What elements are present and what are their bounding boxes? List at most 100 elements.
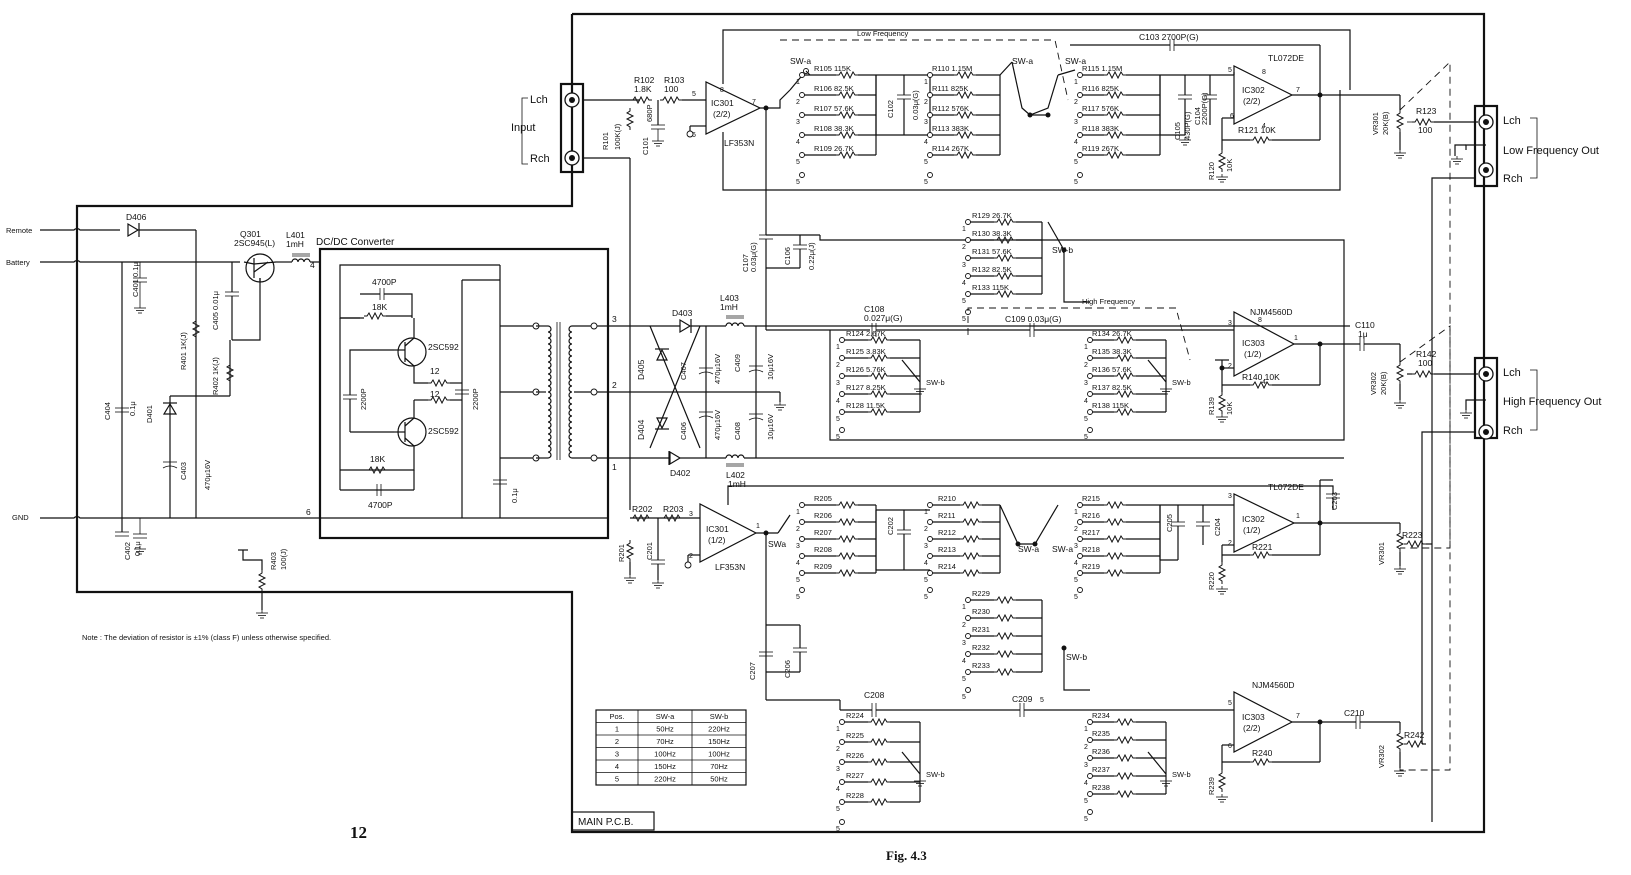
svg-text:LF353N: LF353N [724, 138, 754, 148]
resistor [993, 632, 1017, 640]
table-cell: 2 [615, 737, 619, 746]
svg-text:5: 5 [962, 316, 966, 323]
svg-text:2SC592: 2SC592 [428, 342, 459, 352]
svg-text:C205: C205 [1165, 514, 1174, 532]
svg-text:8: 8 [1262, 69, 1266, 76]
svg-text:4: 4 [924, 560, 928, 567]
table-cell: 150Hz [708, 737, 730, 746]
svg-text:1: 1 [796, 509, 800, 516]
svg-text:C405 0.01μ: C405 0.01μ [211, 291, 220, 330]
svg-text:5: 5 [836, 806, 840, 813]
power-input: Remote Battery GND D406 C401 0.1μ C404 0… [6, 212, 320, 619]
resistor [993, 650, 1017, 658]
lf-rch-label: Rch [1503, 173, 1523, 185]
svg-text:2: 2 [924, 526, 928, 533]
page-number: 12 [350, 823, 367, 842]
svg-text:1: 1 [962, 604, 966, 611]
svg-text:0.03μ(G): 0.03μ(G) [749, 242, 758, 272]
resistor [993, 668, 1017, 676]
svg-text:5: 5 [1040, 697, 1044, 704]
resistor-label: R219 [1082, 562, 1100, 571]
svg-text:4: 4 [962, 280, 966, 287]
svg-text:3: 3 [796, 119, 800, 126]
svg-text:10K: 10K [1225, 402, 1234, 415]
svg-text:5: 5 [1074, 179, 1078, 186]
svg-text:0.1μ: 0.1μ [128, 401, 137, 416]
svg-text:C102: C102 [886, 100, 895, 118]
lf-lch-label: Lch [1503, 115, 1521, 127]
svg-text:5: 5 [924, 159, 928, 166]
svg-text:1μ: 1μ [1358, 329, 1368, 339]
svg-text:4: 4 [796, 139, 800, 146]
svg-text:100: 100 [1418, 358, 1432, 368]
svg-text:1: 1 [1294, 335, 1298, 342]
svg-text:R203: R203 [663, 504, 684, 514]
table-cell: 150Hz [654, 762, 676, 771]
resistor-label: R111 825K [932, 84, 968, 93]
svg-text:2: 2 [689, 553, 693, 560]
svg-text:6: 6 [1230, 113, 1234, 120]
svg-text:C207: C207 [748, 662, 757, 680]
resistor-label: R110 1.15M [932, 64, 972, 73]
svg-text:C209: C209 [1012, 694, 1033, 704]
resistor [959, 552, 983, 560]
table-cell: 70Hz [710, 762, 728, 771]
resistor [1113, 790, 1137, 798]
resistor-label: R209 [814, 562, 832, 571]
svg-text:IC303: IC303 [1242, 338, 1265, 348]
svg-text:3: 3 [836, 766, 840, 773]
svg-text:VR301: VR301 [1377, 542, 1386, 565]
sw-b-1 [901, 359, 921, 383]
svg-text:1mH: 1mH [728, 479, 746, 489]
svg-text:3: 3 [924, 543, 928, 550]
resistor-label: R236 [1092, 747, 1110, 756]
svg-text:C202: C202 [886, 517, 895, 535]
svg-text:IC301: IC301 [706, 524, 729, 534]
resistor [1113, 718, 1137, 726]
resistor [1113, 754, 1137, 762]
input-lch-jack [564, 92, 580, 108]
svg-text:5: 5 [796, 577, 800, 584]
svg-text:5: 5 [1074, 594, 1078, 601]
sw-b-4 [1147, 751, 1167, 775]
resistor-label: R224 [846, 711, 864, 720]
svg-text:0.027μ(G): 0.027μ(G) [864, 313, 903, 323]
svg-text:10μ16V: 10μ16V [766, 354, 775, 380]
svg-text:4700P: 4700P [372, 277, 397, 287]
svg-text:C204: C204 [1213, 518, 1222, 536]
svg-text:12: 12 [430, 389, 440, 399]
svg-text:2SC592: 2SC592 [428, 426, 459, 436]
svg-text:5: 5 [1074, 577, 1078, 584]
svg-text:C409: C409 [733, 354, 742, 372]
svg-text:4: 4 [1084, 398, 1088, 405]
svg-text:D404: D404 [636, 419, 646, 440]
svg-text:C403: C403 [179, 462, 188, 480]
resistor-label: R137 82.5K [1092, 383, 1132, 392]
svg-text:100K(J): 100K(J) [613, 123, 622, 150]
table-cell: 1 [615, 725, 619, 734]
svg-text:R140 10K: R140 10K [1242, 372, 1280, 382]
svg-text:Battery: Battery [6, 258, 30, 267]
svg-text:3: 3 [1084, 380, 1088, 387]
svg-text:6: 6 [1228, 743, 1232, 750]
resistor-label: R206 [814, 511, 832, 520]
resistor-label: R233 [972, 661, 990, 670]
svg-text:IC303: IC303 [1242, 712, 1265, 722]
svg-text:0.03μ(G): 0.03μ(G) [911, 90, 920, 120]
svg-text:2: 2 [836, 362, 840, 369]
resistor-label: R125 3.83K [846, 347, 886, 356]
resistor-label: R133 115K [972, 283, 1009, 292]
svg-text:470μ16V: 470μ16V [713, 410, 722, 440]
svg-text:C401 0.1μ: C401 0.1μ [131, 262, 140, 297]
table-cell: 3 [615, 750, 619, 759]
svg-text:IC302: IC302 [1242, 85, 1265, 95]
svg-text:5: 5 [796, 594, 800, 601]
sw-b-3 [901, 751, 921, 775]
sw-b-2 [1147, 359, 1167, 383]
svg-text:5: 5 [924, 179, 928, 186]
svg-text:2: 2 [1084, 744, 1088, 751]
svg-text:4: 4 [1084, 780, 1088, 787]
